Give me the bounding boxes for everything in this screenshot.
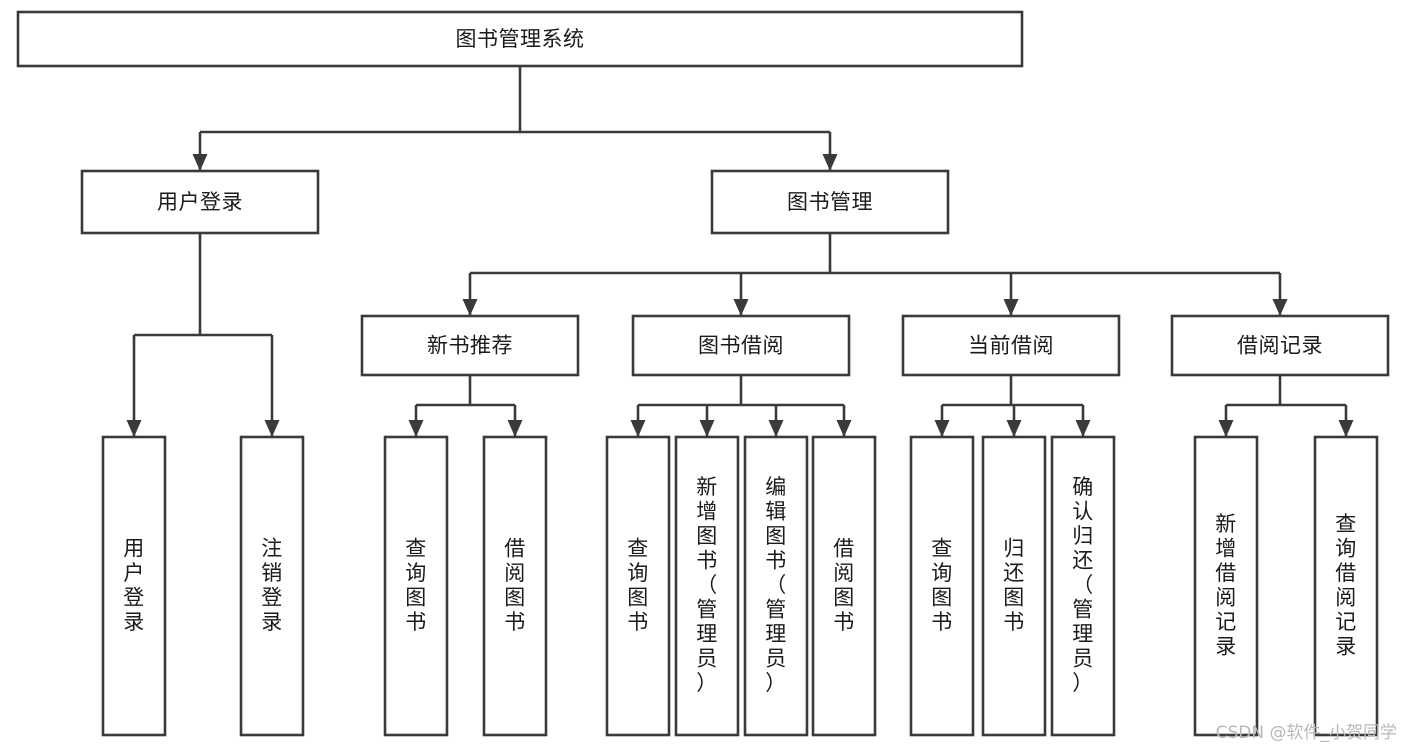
node-label-borrow-record: 借阅记录 <box>1237 334 1323 358</box>
node-box-borrow-record[interactable] <box>1170 314 1390 377</box>
node-label-leaf-logout: 注销登录 <box>261 536 283 634</box>
node-label-current-borrow: 当前借阅 <box>968 334 1054 358</box>
node-box-book-borrow[interactable] <box>631 314 851 377</box>
connector-layer <box>126 66 1354 437</box>
node-box-leaf-query-book-current[interactable] <box>909 435 975 737</box>
node-label-leaf-add-book: 新增图书（管理员） <box>696 475 718 695</box>
node-box-leaf-query-book-recommend[interactable] <box>383 435 449 737</box>
node-label-root: 图书管理系统 <box>456 27 585 51</box>
node-box-leaf-borrow-book-recommend[interactable] <box>482 435 548 737</box>
node-label-leaf-borrow-book: 借阅图书 <box>833 536 855 634</box>
node-box-leaf-user-login[interactable] <box>101 435 167 737</box>
node-leaf-add-book[interactable]: 新增图书（管理员） <box>674 435 740 737</box>
node-box-current-borrow[interactable] <box>901 314 1121 377</box>
node-leaf-edit-book[interactable]: 编辑图书（管理员） <box>743 435 809 737</box>
edge-group-bookmanage-to-level2 <box>462 233 1288 316</box>
node-box-leaf-logout[interactable] <box>239 435 305 737</box>
node-label-book-manage: 图书管理 <box>787 190 873 214</box>
edge-group-recommend-to-leaves <box>408 375 523 437</box>
node-label-leaf-add-borrow-record: 新增借阅记录 <box>1215 512 1237 659</box>
node-leaf-add-borrow-record[interactable]: 新增借阅记录 <box>1193 435 1259 737</box>
csdn-watermark: CSDN @软件_小贺同学 <box>1215 723 1397 743</box>
node-current-borrow[interactable]: 当前借阅 <box>901 314 1121 377</box>
node-label-leaf-query-book-current: 查询图书 <box>931 536 953 634</box>
edge-group-userlogin-to-leaves <box>126 233 280 437</box>
node-box-leaf-confirm-return[interactable] <box>1050 435 1116 737</box>
node-borrow-record[interactable]: 借阅记录 <box>1170 314 1390 377</box>
edge-group-borrow-to-leaves <box>630 375 852 437</box>
node-box-leaf-add-book[interactable] <box>674 435 740 737</box>
node-box-leaf-query-book-borrow[interactable] <box>605 435 671 737</box>
node-leaf-confirm-return[interactable]: 确认归还（管理员） <box>1050 435 1116 737</box>
node-leaf-query-book-recommend[interactable]: 查询图书 <box>383 435 449 737</box>
node-box-user-login[interactable] <box>80 169 320 235</box>
node-label-leaf-confirm-return: 确认归还（管理员） <box>1072 475 1094 695</box>
node-new-book-recommend[interactable]: 新书推荐 <box>360 314 580 377</box>
node-leaf-query-book-current[interactable]: 查询图书 <box>909 435 975 737</box>
node-label-leaf-edit-book: 编辑图书（管理员） <box>765 475 787 695</box>
node-leaf-query-borrow-record[interactable]: 查询借阅记录 <box>1313 435 1379 737</box>
node-leaf-logout[interactable]: 注销登录 <box>239 435 305 737</box>
node-label-leaf-query-book-borrow: 查询图书 <box>627 536 649 634</box>
edge-group-root-to-level1 <box>192 66 838 171</box>
node-leaf-borrow-book[interactable]: 借阅图书 <box>811 435 877 737</box>
node-label-user-login: 用户登录 <box>157 190 243 214</box>
node-user-login[interactable]: 用户登录 <box>80 169 320 235</box>
node-book-borrow[interactable]: 图书借阅 <box>631 314 851 377</box>
node-box-leaf-return-book[interactable] <box>981 435 1047 737</box>
node-box-book-manage[interactable] <box>710 169 950 235</box>
node-box-new-book-recommend[interactable] <box>360 314 580 377</box>
node-layer: 图书管理系统用户登录图书管理新书推荐图书借阅当前借阅借阅记录用户登录注销登录查询… <box>16 10 1390 737</box>
node-label-leaf-query-borrow-record: 查询借阅记录 <box>1335 512 1357 659</box>
node-box-root[interactable] <box>16 10 1024 68</box>
node-box-leaf-query-borrow-record[interactable] <box>1313 435 1379 737</box>
node-book-manage[interactable]: 图书管理 <box>710 169 950 235</box>
node-box-leaf-borrow-book[interactable] <box>811 435 877 737</box>
node-label-new-book-recommend: 新书推荐 <box>427 334 513 358</box>
node-leaf-borrow-book-recommend[interactable]: 借阅图书 <box>482 435 548 737</box>
node-label-leaf-query-book-recommend: 查询图书 <box>405 536 427 634</box>
node-leaf-user-login[interactable]: 用户登录 <box>101 435 167 737</box>
node-leaf-return-book[interactable]: 归还图书 <box>981 435 1047 737</box>
node-box-leaf-edit-book[interactable] <box>743 435 809 737</box>
node-label-leaf-return-book: 归还图书 <box>1003 536 1025 634</box>
node-label-leaf-user-login: 用户登录 <box>123 536 145 634</box>
node-box-leaf-add-borrow-record[interactable] <box>1193 435 1259 737</box>
node-leaf-query-book-borrow[interactable]: 查询图书 <box>605 435 671 737</box>
node-label-book-borrow: 图书借阅 <box>698 334 784 358</box>
edge-group-current-to-leaves <box>934 375 1091 437</box>
edge-group-record-to-leaves <box>1218 375 1354 437</box>
node-root[interactable]: 图书管理系统 <box>16 10 1024 68</box>
node-label-leaf-borrow-book-recommend: 借阅图书 <box>504 536 526 634</box>
